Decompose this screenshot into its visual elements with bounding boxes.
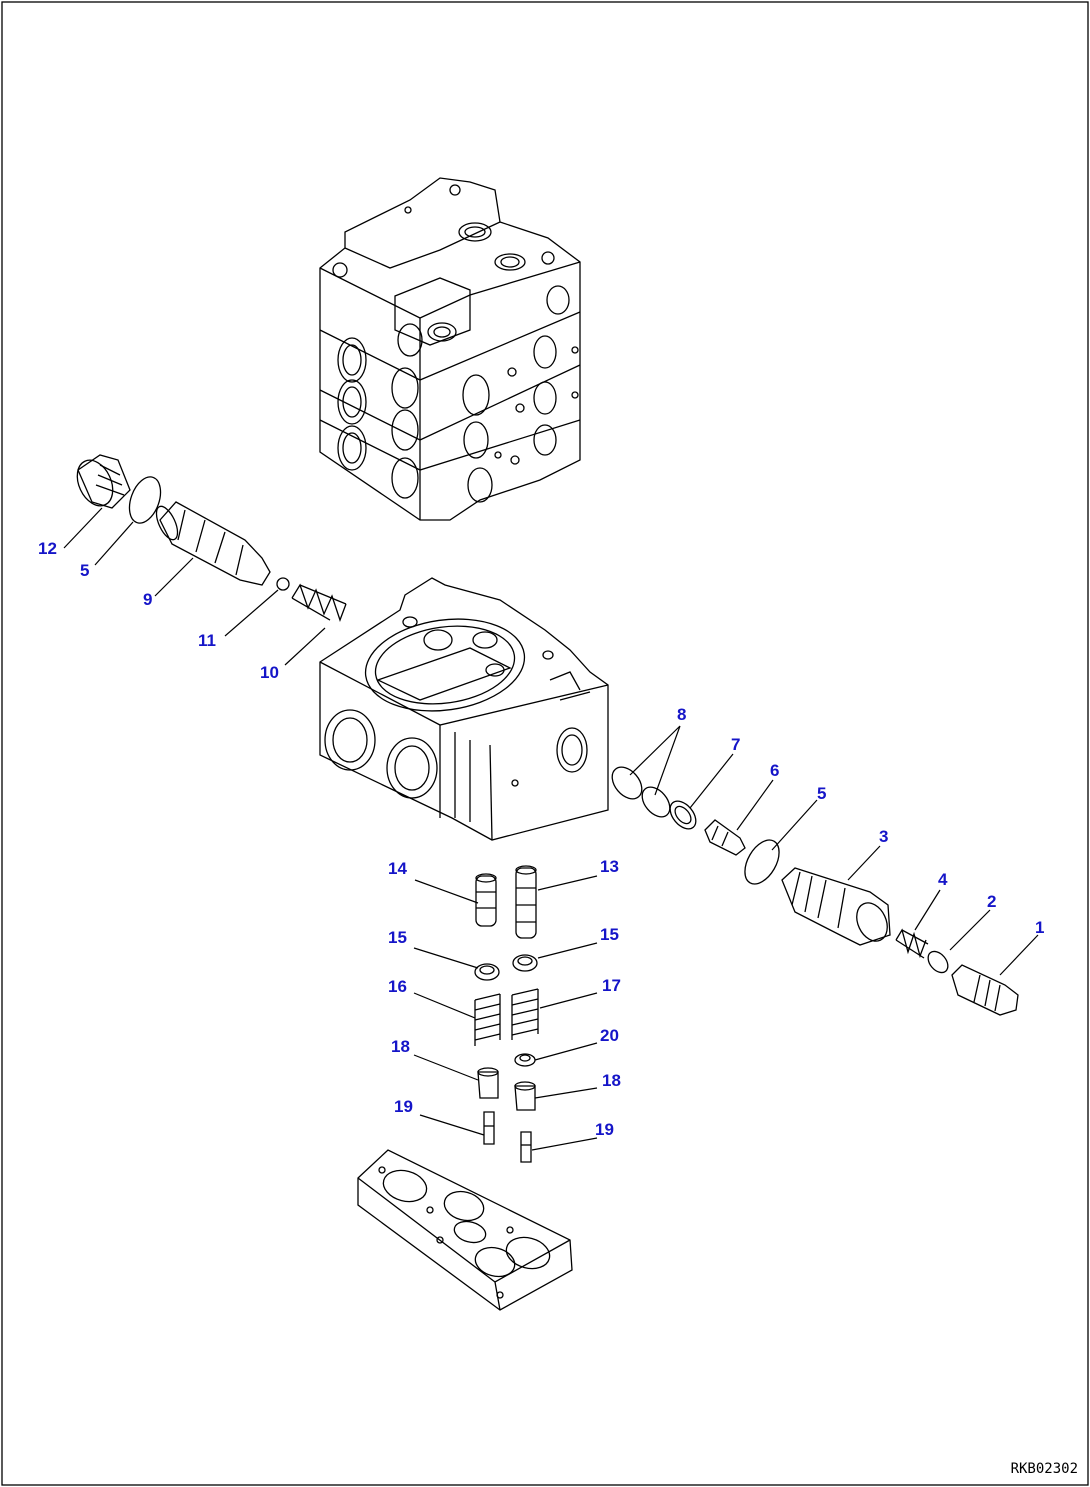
pin-part-19-left (483, 1111, 495, 1145)
plug-part-1 (951, 964, 1019, 1016)
callout-13: 13 (600, 857, 619, 876)
o-ring-part-8b (641, 786, 671, 818)
retainer-part-18-left (477, 1067, 499, 1099)
callout-5-right: 5 (817, 784, 827, 803)
spring-part-4 (895, 928, 929, 959)
o-ring-part-5-right (744, 839, 780, 885)
callout-14: 14 (388, 859, 407, 878)
spring-part-17 (511, 988, 539, 1040)
callout-2: 2 (987, 892, 997, 911)
callout-18-right: 18 (602, 1071, 621, 1090)
plug-part-12 (76, 454, 131, 509)
callout-18-left: 18 (391, 1037, 410, 1056)
o-ring-part-2 (927, 950, 949, 974)
callout-4: 4 (938, 870, 948, 889)
callout-6: 6 (770, 761, 780, 780)
callout-3: 3 (879, 827, 889, 846)
valve-cartridge-part-3 (781, 867, 891, 946)
callout-20: 20 (600, 1026, 619, 1045)
callout-17: 17 (602, 976, 621, 995)
callout-1: 1 (1035, 918, 1045, 937)
callout-15-right: 15 (600, 925, 619, 944)
seat-part-15-left (474, 963, 500, 981)
callout-19-right: 19 (595, 1120, 614, 1139)
spring-part-10 (291, 583, 347, 622)
callout-19-left: 19 (394, 1097, 413, 1116)
callout-16: 16 (388, 977, 407, 996)
washer-part-20 (514, 1053, 536, 1067)
callout-5-left: 5 (80, 561, 90, 580)
piston-part-14 (475, 873, 497, 927)
callout-15-left: 15 (388, 928, 407, 947)
cover-plate (357, 1149, 573, 1311)
retainer-part-18-right (514, 1081, 536, 1111)
spring-part-16 (474, 993, 501, 1046)
piston-part-13 (515, 865, 537, 939)
poppet-part-6 (704, 819, 746, 856)
ring-part-11 (276, 577, 290, 591)
drawing-code: RKB02302 (1010, 1461, 1078, 1477)
callout-11: 11 (198, 631, 216, 650)
seat-part-15-right (512, 954, 538, 972)
valve-stack-assembly (319, 177, 581, 521)
pin-part-19-right (520, 1131, 532, 1163)
leader-lines (63, 507, 1039, 1151)
callout-12: 12 (38, 539, 57, 558)
o-ring-part-8a (611, 766, 643, 800)
callout-8: 8 (677, 705, 687, 724)
callout-10: 10 (260, 663, 279, 682)
spool-part-9 (155, 501, 271, 586)
backup-ring-part-7 (669, 800, 697, 830)
callout-9: 9 (143, 590, 153, 609)
valve-body (319, 577, 609, 841)
o-ring-part-5-left (128, 476, 162, 524)
callout-7: 7 (731, 735, 741, 754)
